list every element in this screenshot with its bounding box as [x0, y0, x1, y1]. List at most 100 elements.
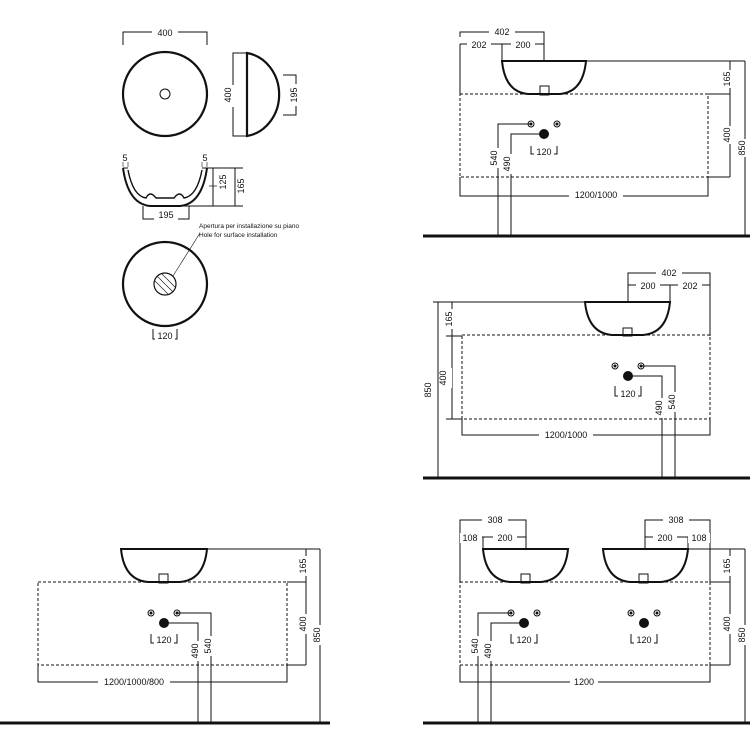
cabinet-width-label: 1200/1000/800 — [104, 677, 164, 687]
basin — [119, 548, 209, 583]
dim-pipes-b: 490 540 — [628, 365, 681, 478]
water-connection — [533, 609, 541, 617]
cabinet-height-label: 400 — [722, 616, 732, 631]
leader-line — [172, 232, 201, 277]
left-offset-label: 200 — [640, 281, 655, 291]
right-offset-label: 200 — [515, 40, 530, 50]
total-height-label: 850 — [737, 140, 747, 155]
basin-height-label: 165 — [722, 71, 732, 86]
dim-width-d: 1200 — [459, 665, 711, 687]
water-connection — [553, 120, 561, 128]
dim-hole-b: 120 — [614, 386, 642, 399]
dim-400-label: 400 — [157, 28, 172, 38]
dim-top-left-d: 308 108 200 — [459, 515, 527, 582]
view-a: 120 402 202 200 165 400 850 — [423, 27, 750, 238]
dim-top-a: 402 202 200 — [459, 27, 545, 95]
waste-outlet — [639, 618, 649, 628]
water-connection — [147, 609, 155, 617]
basin — [583, 301, 672, 336]
dim-top-b: 402 200 202 — [627, 268, 711, 336]
hole-label: 120 — [620, 389, 635, 399]
hole-right-label: 120 — [636, 635, 651, 645]
left-width-label: 308 — [487, 515, 502, 525]
hole-left-label: 120 — [516, 635, 531, 645]
basin-left — [481, 548, 570, 583]
water-connection — [653, 609, 661, 617]
detail-side-view: 400 195 — [223, 51, 302, 138]
cabinet — [459, 93, 709, 178]
pipe-490-label: 490 — [502, 156, 512, 171]
dim-hole-a: 120 — [530, 146, 558, 157]
view-d: 120 120 308 108 200 308 — [423, 515, 750, 725]
dim-195-label: 195 — [289, 87, 299, 102]
dimension-195-side: 195 — [283, 74, 302, 116]
basin-right — [601, 548, 690, 583]
total-height-label: 850 — [737, 627, 747, 642]
dim-top-right-d: 308 200 108 — [644, 515, 711, 582]
dim-width-c: 1200/1000/800 — [37, 665, 288, 687]
dim-pipes-d: 540 490 — [470, 612, 524, 723]
dim-right-a: 165 400 850 — [586, 60, 750, 236]
cabinet — [461, 334, 711, 420]
dim-left-b: 165 400 850 — [423, 301, 585, 478]
dim-165-label: 165 — [236, 178, 246, 193]
right-width-label: 308 — [668, 515, 683, 525]
dim-125-label: 125 — [218, 174, 228, 189]
pipe-540-label: 540 — [667, 394, 677, 409]
dim-right-d: 165 400 850 — [688, 548, 750, 723]
drain-outlet — [539, 85, 550, 96]
left-edge-label: 108 — [462, 533, 477, 543]
dimension-195-section: 195 — [142, 206, 190, 220]
dimension-125-165: 125 165 — [180, 167, 249, 207]
cabinet — [37, 581, 288, 666]
left-offset-label: 202 — [471, 40, 486, 50]
dim-width-a: 1200/1000 — [459, 177, 709, 200]
cabinet — [459, 581, 711, 666]
basin — [500, 60, 588, 95]
mounting-hole — [153, 272, 177, 296]
basin-side-outline — [245, 51, 281, 138]
cabinet-width-label: 1200/1000 — [545, 430, 588, 440]
cabinet-width-label: 1200 — [574, 677, 594, 687]
hole-label: 120 — [156, 635, 171, 645]
drain-outlet — [158, 573, 169, 584]
left-center-label: 200 — [497, 533, 512, 543]
dim-width-b: 1200/1000 — [461, 419, 711, 440]
basin-width-label: 402 — [494, 27, 509, 37]
drain-outlet — [638, 573, 649, 584]
water-connection — [627, 609, 635, 617]
basin-bottom-outline — [121, 240, 209, 328]
water-connection — [611, 362, 619, 370]
dim-hole-right-d: 120 — [630, 634, 658, 645]
basin-height-label: 165 — [722, 558, 732, 573]
section-outer — [122, 167, 208, 207]
cabinet-height-label: 400 — [722, 127, 732, 142]
detail-top-view: 400 — [121, 28, 209, 138]
dim-hole-c: 120 — [150, 634, 178, 645]
note-italian: Apertura per installazione su piano — [199, 223, 299, 230]
rim-right-label: 5 — [202, 153, 207, 163]
total-height-label: 850 — [423, 382, 433, 397]
dimension-400-side: 400 — [223, 52, 247, 137]
section-inner — [127, 169, 203, 199]
view-c: 120 165 400 850 490 540 1200/ — [0, 548, 330, 725]
pipe-490-label: 490 — [483, 643, 493, 658]
dim-hole-left-d: 120 — [510, 634, 538, 645]
cabinet-width-label: 1200/1000 — [575, 190, 618, 200]
right-center-label: 200 — [657, 533, 672, 543]
pipe-540-label: 540 — [470, 638, 480, 653]
pipe-490-label: 490 — [654, 400, 664, 415]
cabinet-height-label: 400 — [438, 370, 448, 385]
total-height-label: 850 — [312, 627, 322, 642]
right-edge-label: 108 — [691, 533, 706, 543]
drain-hole — [159, 88, 171, 100]
note-english: Hole for surface installation — [199, 232, 278, 239]
pipe-540-label: 540 — [203, 638, 213, 653]
dimension-120-bottom: 120 — [152, 329, 178, 341]
basin-height-label: 165 — [298, 558, 308, 573]
pipe-490-label: 490 — [190, 643, 200, 658]
drain-outlet — [622, 327, 633, 337]
detail-bottom-view: 120 — [121, 232, 209, 341]
view-b: 120 402 200 202 165 400 850 — [423, 268, 750, 480]
